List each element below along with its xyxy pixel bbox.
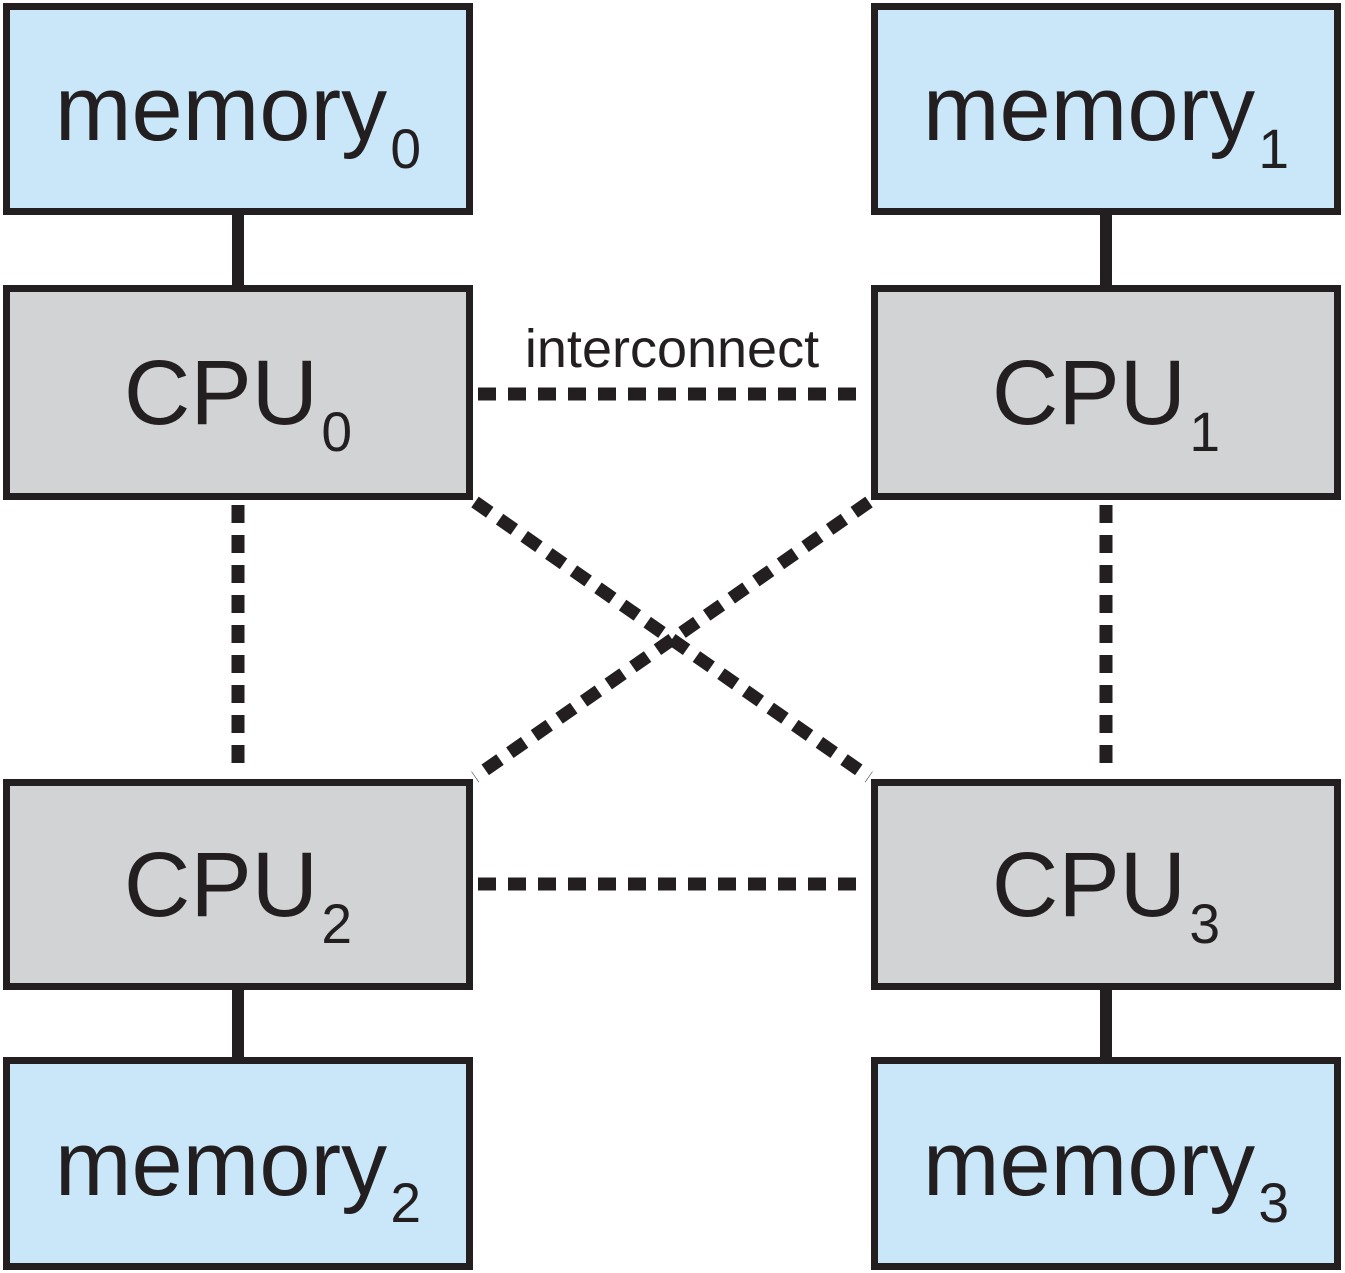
- cpu1-cpu2-interconnect: [471, 496, 873, 783]
- cpu1-label: CPU1: [992, 347, 1220, 460]
- cpu3-subscript: 3: [1189, 893, 1221, 956]
- memory3-subscript: 3: [1258, 1172, 1290, 1235]
- memory3-box: memory3: [871, 1057, 1341, 1270]
- cpu2-subscript: 2: [321, 893, 353, 956]
- memory1-subscript: 1: [1258, 117, 1290, 180]
- cpu0-subscript: 0: [321, 401, 353, 464]
- cpu2-box: CPU2: [3, 779, 473, 990]
- cpu0-label-text: CPU: [123, 341, 319, 444]
- memory0-label-text: memory: [54, 58, 388, 160]
- cpu1-subscript: 1: [1189, 401, 1221, 464]
- memory3-label: memory3: [923, 1118, 1289, 1231]
- cpu1-box: CPU1: [871, 285, 1341, 500]
- memory1-label-text: memory: [922, 58, 1256, 160]
- memory2-box: memory2: [3, 1057, 473, 1270]
- memory2-label-text: memory: [54, 1112, 388, 1215]
- memory0-label: memory0: [55, 63, 421, 176]
- memory1-label: memory1: [923, 63, 1289, 176]
- memory0-box: memory0: [3, 3, 473, 215]
- memory0-subscript: 0: [390, 117, 422, 180]
- cpu3-box: CPU3: [871, 779, 1341, 990]
- memory3-label-text: memory: [922, 1112, 1256, 1215]
- memory2-label: memory2: [55, 1118, 421, 1231]
- cpu1-label-text: CPU: [991, 341, 1187, 444]
- memory2-subscript: 2: [390, 1172, 422, 1235]
- cpu3-label: CPU3: [992, 839, 1220, 952]
- cpu0-label: CPU0: [124, 347, 352, 460]
- cpu2-label-text: CPU: [123, 833, 319, 936]
- memory1-box: memory1: [871, 3, 1341, 215]
- interconnect-label: interconnect: [524, 319, 820, 379]
- cpu3-label-text: CPU: [991, 833, 1187, 936]
- cpu2-label: CPU2: [124, 839, 352, 952]
- cpu0-box: CPU0: [3, 285, 473, 500]
